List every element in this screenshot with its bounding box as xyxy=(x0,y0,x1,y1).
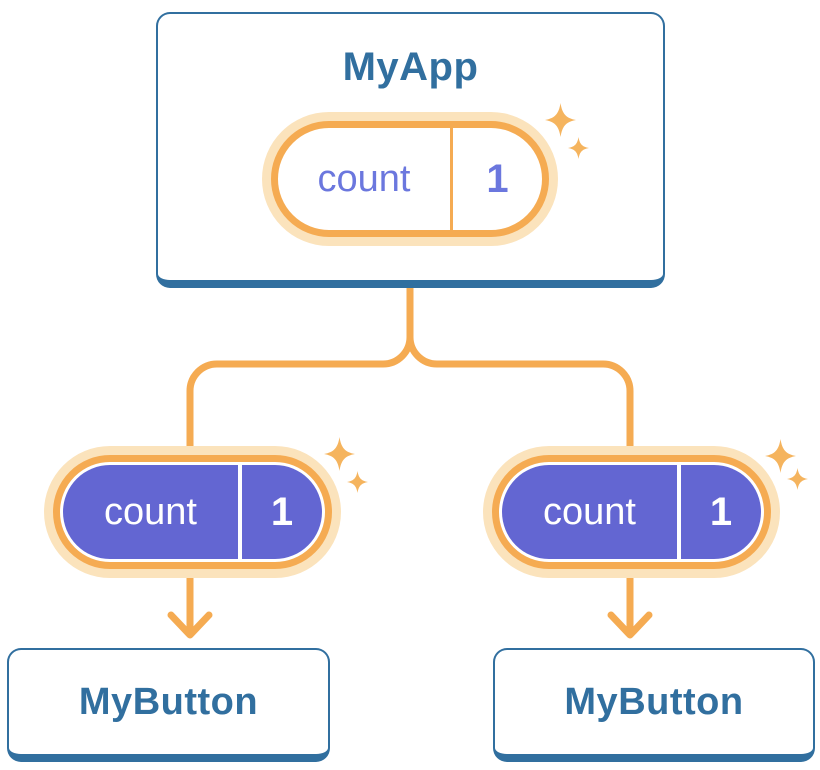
prop-pill-divider xyxy=(238,465,242,559)
state-pill-name-section: count xyxy=(278,128,450,230)
prop-pill-label: count xyxy=(104,490,197,533)
sparkle-large-icon xyxy=(765,439,796,473)
prop-pill-body: count 1 xyxy=(63,465,322,559)
left-branch-line xyxy=(186,333,414,633)
myapp-card-title: MyApp xyxy=(342,45,479,89)
state-pill-ring: count 1 xyxy=(271,121,549,237)
state-pill-value: 1 xyxy=(486,156,509,201)
prop-pill-value: 1 xyxy=(270,489,294,534)
prop-pill-value-section: 1 xyxy=(242,465,322,559)
prop-pill-ring: count 1 xyxy=(492,455,771,569)
prop-pill-divider xyxy=(677,465,681,559)
sparkle-small-icon xyxy=(347,471,368,493)
prop-pill-left: count 1 xyxy=(44,446,341,578)
right-arrowhead-icon xyxy=(607,611,653,639)
mybutton-card-title: MyButton xyxy=(564,681,744,723)
state-pill-root: count 1 xyxy=(262,112,558,246)
state-pill-divider xyxy=(450,128,453,230)
sparkle-large-icon xyxy=(324,437,355,471)
prop-pill-body: count 1 xyxy=(502,465,761,559)
state-pill-label: count xyxy=(317,157,411,200)
prop-pill-label: count xyxy=(543,490,636,533)
prop-pill-right: count 1 xyxy=(483,446,780,578)
sparkle-small-icon xyxy=(568,137,589,159)
mybutton-card-title: MyButton xyxy=(78,681,259,723)
mybutton-card-left: MyButton xyxy=(7,648,330,762)
mybutton-card-right: MyButton xyxy=(493,648,815,762)
prop-pill-value: 1 xyxy=(709,489,733,534)
prop-pill-name-section: count xyxy=(502,465,677,559)
right-branch-line xyxy=(406,333,634,633)
state-pill-value-section: 1 xyxy=(453,128,542,230)
sparkle-small-icon xyxy=(787,468,808,490)
prop-pill-name-section: count xyxy=(63,465,238,559)
left-arrowhead-icon xyxy=(167,611,213,639)
prop-pill-ring: count 1 xyxy=(53,455,332,569)
sparkle-large-icon xyxy=(545,103,576,137)
prop-pill-value-section: 1 xyxy=(681,465,761,559)
